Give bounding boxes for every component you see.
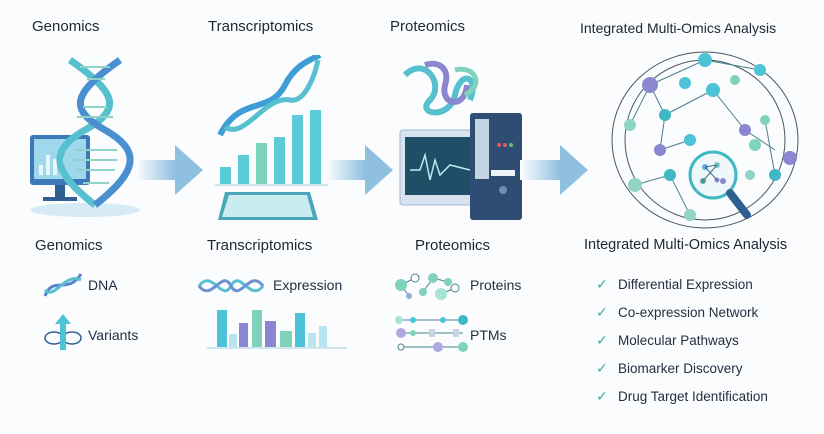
checklist-item: ✓Co-expression Network <box>596 303 759 320</box>
stage-subtitle-genomics: Genomics <box>35 237 103 254</box>
ptm-network-icon <box>393 315 468 353</box>
checkmark-icon: ✓ <box>596 387 608 404</box>
stage-title-genomics: Genomics <box>32 18 100 35</box>
transcriptomics-item-expression: Expression <box>273 277 343 293</box>
flow-arrow-1 <box>135 145 205 195</box>
proteomics-item-proteins: Proteins <box>470 277 522 293</box>
checklist-item: ✓Differential Expression <box>596 275 753 292</box>
proteomics-illustration <box>395 55 530 220</box>
stage-title-proteomics: Proteomics <box>390 18 466 35</box>
checkmark-icon: ✓ <box>596 331 608 348</box>
flow-arrow-3 <box>520 145 590 195</box>
stage-title-integrated: Integrated Multi-Omics Analysis <box>580 20 777 36</box>
protein-network-icon <box>393 270 468 302</box>
stage-subtitle-integrated: Integrated Multi-Omics Analysis <box>584 237 788 253</box>
genomics-item-dna: DNA <box>88 277 118 293</box>
stage-subtitle-transcriptomics: Transcriptomics <box>207 237 313 254</box>
bar-chart-icon <box>207 308 347 353</box>
checkmark-icon: ✓ <box>596 359 608 376</box>
stage-title-transcriptomics: Transcriptomics <box>208 18 314 35</box>
analysis-checklist: ✓Differential Expression ✓Co-expression … <box>596 270 768 410</box>
checklist-item: ✓Molecular Pathways <box>596 331 739 348</box>
transcriptomics-illustration <box>210 55 330 220</box>
dna-icon <box>43 270 83 300</box>
stage-subtitle-proteomics: Proteomics <box>415 237 491 254</box>
checkmark-icon: ✓ <box>596 275 608 292</box>
flow-arrow-2 <box>325 145 395 195</box>
checklist-item: ✓Biomarker Discovery <box>596 359 743 376</box>
genomics-item-variants: Variants <box>88 327 139 343</box>
genomics-illustration <box>25 55 165 220</box>
proteomics-item-ptms: PTMs <box>470 327 507 343</box>
variant-arrow-icon <box>43 313 83 351</box>
dna-helix-icon <box>197 273 265 299</box>
checkmark-icon: ✓ <box>596 303 608 320</box>
network-illustration <box>605 45 805 235</box>
checklist-item: ✓Drug Target Identification <box>596 387 768 404</box>
